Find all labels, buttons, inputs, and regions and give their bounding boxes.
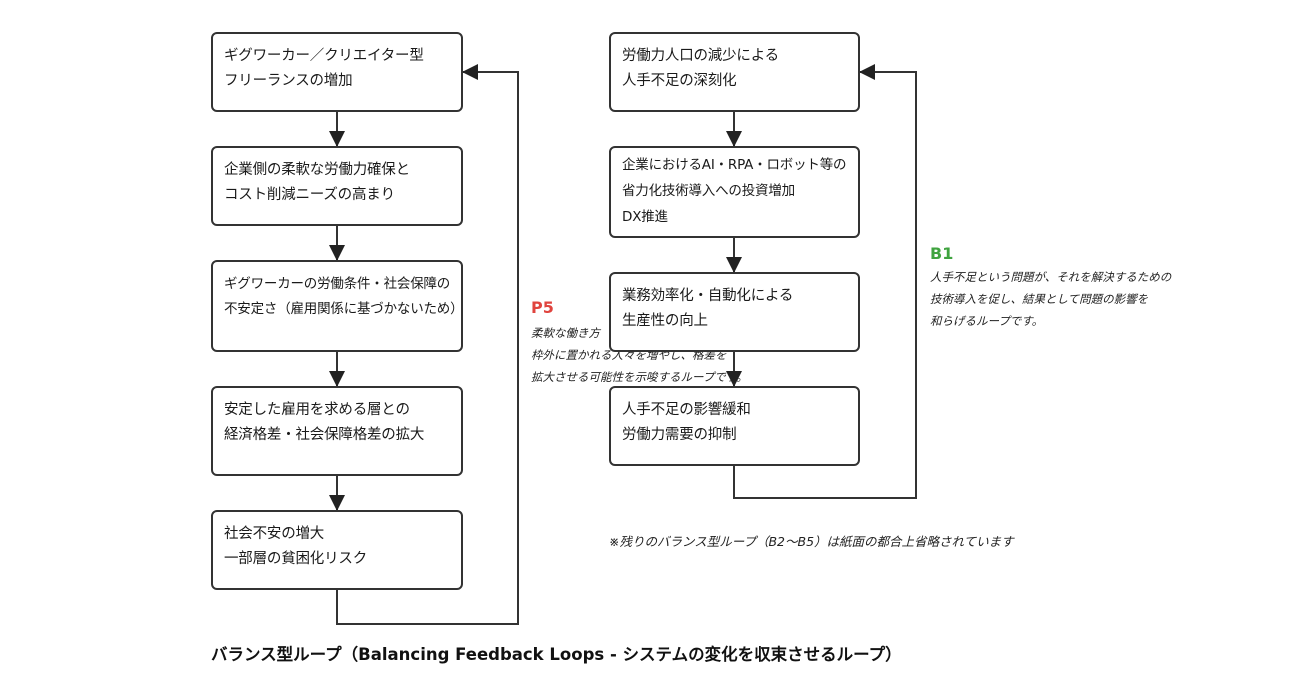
loop-p5-return	[336, 64, 519, 625]
node-productivity-improvement: 業務効率化・自動化による 生産性の向上	[609, 272, 860, 352]
node-text: コスト削減ニーズの高まり	[224, 187, 395, 203]
node-automation-investment: 企業におけるAI・RPA・ロボット等の 省力化技術導入への投資増加 DX推進	[609, 146, 860, 238]
loop-b1-note: 人手不足という問題が、それを解決するための 技術導入を促し、結果として問題の影響…	[930, 266, 1171, 332]
node-text: 一部層の貧困化リスク	[224, 551, 367, 567]
node-text: ギグワーカーの労働条件・社会保障の	[224, 276, 451, 292]
note-line: 拡大させる可能性を示唆するループです。	[531, 370, 748, 384]
node-text: 省力化技術導入への投資増加	[622, 183, 795, 199]
note-line: 柔軟な働き方	[531, 326, 600, 340]
node-text: 人手不足の深刻化	[622, 73, 737, 89]
diagram-caption: バランス型ループ（Balancing Feedback Loops - システム…	[211, 645, 902, 664]
node-inequality-expansion: 安定した雇用を求める層との 経済格差・社会保障格差の拡大	[211, 386, 463, 476]
loop-p5-label: P5	[531, 298, 554, 317]
node-text: 人手不足の影響緩和	[622, 402, 751, 418]
node-text: 生産性の向上	[622, 313, 708, 329]
node-gig-instability: ギグワーカーの労働条件・社会保障の 不安定さ（雇用関係に基づかないため）	[211, 260, 464, 352]
loop-b1-return	[733, 64, 917, 499]
node-text: DX推進	[622, 209, 668, 225]
node-text: ギグワーカー／クリエイター型	[224, 48, 424, 64]
note-line: 人手不足という問題が、それを解決するための	[930, 270, 1172, 284]
node-labor-shortage: 労働力人口の減少による 人手不足の深刻化	[609, 32, 860, 112]
note-line: 和らげるループです。	[930, 314, 1044, 328]
node-text: 業務効率化・自動化による	[622, 288, 794, 304]
node-text: 社会不安の増大	[224, 526, 325, 542]
node-social-anxiety: 社会不安の増大 一部層の貧困化リスク	[211, 510, 463, 590]
loop-p5-note: 柔軟な働き方 枠外に置かれる人々を増やし、格差を 拡大させる可能性を示唆するルー…	[531, 322, 748, 388]
node-text: 企業におけるAI・RPA・ロボット等の	[622, 157, 847, 173]
node-text: 安定した雇用を求める層との	[224, 402, 410, 418]
node-gig-freelance-increase: ギグワーカー／クリエイター型 フリーランスの増加	[211, 32, 463, 112]
node-flexible-labor-demand: 企業側の柔軟な労働力確保と コスト削減ニーズの高まり	[211, 146, 463, 226]
node-text: 企業側の柔軟な労働力確保と	[224, 162, 410, 178]
node-shortage-mitigation: 人手不足の影響緩和 労働力需要の抑制	[609, 386, 860, 466]
node-text: 労働力人口の減少による	[622, 48, 779, 64]
node-text: 労働力需要の抑制	[622, 427, 737, 443]
node-text: フリーランスの増加	[224, 73, 353, 89]
footnote: ※残りのバランス型ループ（B2〜B5）は紙面の都合上省略されています	[609, 534, 1014, 549]
note-line: 技術導入を促し、結果として問題の影響を	[930, 292, 1149, 306]
node-text: 経済格差・社会保障格差の拡大	[224, 427, 425, 443]
node-text: 不安定さ（雇用関係に基づかないため）	[224, 301, 464, 317]
loop-b1-label: B1	[930, 244, 954, 263]
